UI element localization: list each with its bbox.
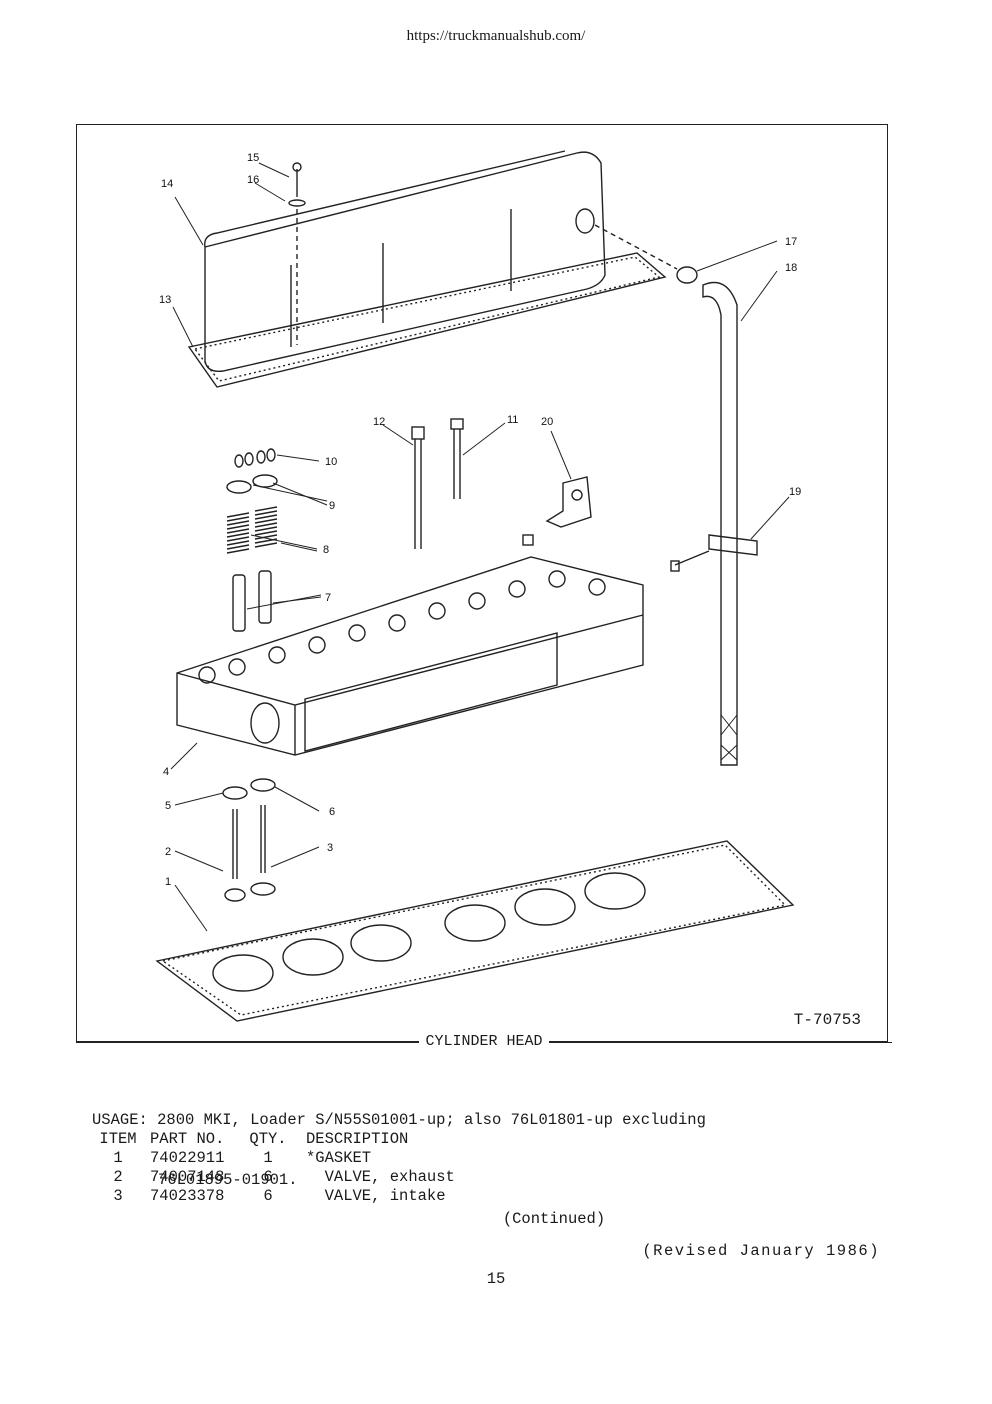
usage-note: USAGE: 2800 MKI, Loader S/N55S01001-up; …: [92, 1070, 706, 1210]
figure-caption: CYLINDER HEAD: [76, 1033, 892, 1053]
rocker-cover-gasket-shape: [187, 252, 667, 388]
row-item: 2: [113, 1168, 123, 1186]
callout-3: 3: [327, 842, 333, 854]
row-part-no: 74007148: [150, 1168, 225, 1186]
callout-13: 13: [159, 294, 171, 306]
caption-text: CYLINDER HEAD: [419, 1033, 549, 1050]
cylinder-head-shape: [176, 556, 644, 756]
table-row: 1 74022911 1 *GASKET: [92, 1149, 371, 1168]
usage-line-1: USAGE: 2800 MKI, Loader S/N55S01001-up; …: [92, 1111, 706, 1129]
row-qty: 6: [263, 1168, 273, 1186]
row-description: VALVE, intake: [306, 1187, 446, 1205]
callout-11: 11: [507, 414, 518, 426]
callout-14: 14: [161, 178, 173, 190]
row-qty: 6: [263, 1187, 273, 1205]
row-part-no: 74022911: [150, 1149, 225, 1167]
header-item: ITEM: [99, 1130, 137, 1148]
callout-16: 16: [247, 174, 259, 186]
row-item: 1: [113, 1149, 123, 1167]
callout-9: 9: [329, 500, 335, 512]
row-part-no: 74023378: [150, 1187, 225, 1205]
callout-10: 10: [325, 456, 337, 468]
callout-2: 2: [165, 846, 171, 858]
callout-19: 19: [789, 486, 801, 498]
usage-line-2: 76L01895-01901.: [158, 1171, 298, 1189]
header-qty: QTY.: [249, 1130, 287, 1148]
source-url: https://truckmanualshub.com/: [406, 28, 586, 44]
row-description: VALVE, exhaust: [306, 1168, 455, 1186]
parts-table-header: ITEM PART NO. QTY. DESCRIPTION: [92, 1130, 408, 1149]
callout-8: 8: [323, 544, 329, 556]
callout-4: 4: [163, 766, 169, 778]
callout-18: 18: [785, 262, 797, 274]
callout-7: 7: [325, 592, 331, 604]
row-description: *GASKET: [306, 1149, 372, 1167]
parts-table: ITEM PART NO. QTY. DESCRIPTION 1 7402291…: [92, 1130, 454, 1206]
row-item: 3: [113, 1187, 123, 1205]
callout-15: 15: [247, 152, 259, 164]
callout-17: 17: [785, 236, 797, 248]
exploded-view-figure: 15 16 14 13 17 18 19 20 11 12 10 9 8 7 4…: [76, 124, 888, 1042]
table-row: 2 74007148 6 VALVE, exhaust: [92, 1168, 454, 1187]
breather-tube-shape: [702, 281, 738, 766]
rocker-cover-shape: [204, 151, 606, 372]
callout-1: 1: [165, 876, 171, 888]
header-description: DESCRIPTION: [306, 1130, 409, 1148]
header-part-no: PART NO.: [150, 1130, 225, 1148]
figure-id: T-70753: [793, 1011, 861, 1029]
callout-6: 6: [329, 806, 335, 818]
head-gasket-shape: [155, 840, 795, 1022]
callout-5: 5: [165, 800, 171, 812]
page-number: 15: [486, 1270, 506, 1288]
cylinder-head-exploded-drawing: 15 16 14 13 17 18 19 20 11 12 10 9 8 7 4…: [155, 150, 801, 1022]
table-row: 3 74023378 6 VALVE, intake: [92, 1187, 445, 1206]
continued-note: (Continued): [502, 1210, 606, 1228]
revision-date: (Revised January 1986): [642, 1242, 880, 1260]
callout-12: 12: [373, 416, 385, 428]
row-qty: 1: [263, 1149, 273, 1167]
callout-20: 20: [541, 416, 553, 428]
